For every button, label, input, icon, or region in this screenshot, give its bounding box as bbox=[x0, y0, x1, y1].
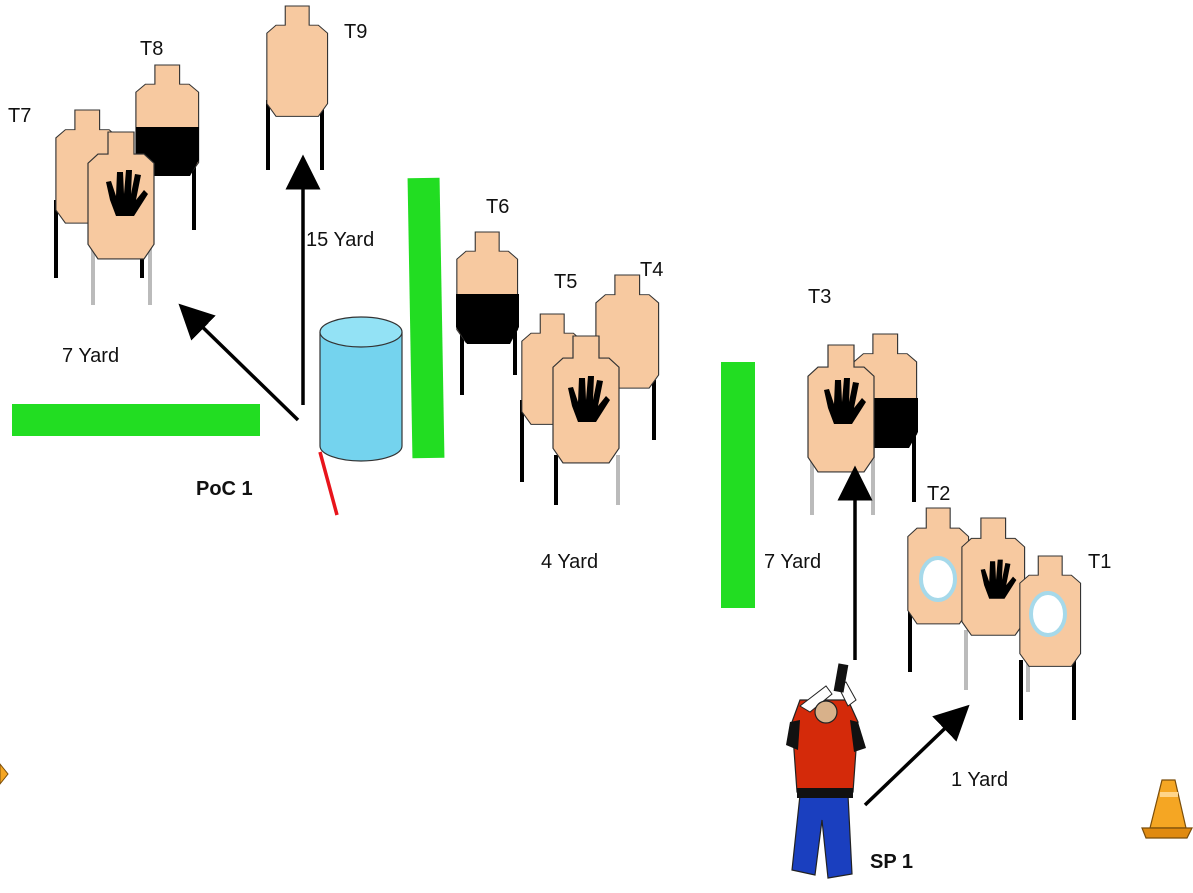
label-t9: T9 bbox=[344, 21, 367, 43]
label-t1: T1 bbox=[1088, 551, 1111, 573]
popper-ring-icon bbox=[1029, 591, 1067, 637]
target-t6[interactable] bbox=[456, 231, 519, 395]
target-t9[interactable] bbox=[266, 5, 329, 170]
target-t2[interactable] bbox=[907, 507, 970, 672]
start-position-label: SP 1 bbox=[870, 851, 913, 873]
cone-icon bbox=[1141, 779, 1193, 839]
arrow-to-t7 bbox=[178, 303, 300, 422]
target-t7[interactable] bbox=[54, 109, 120, 278]
poc-label: PoC 1 bbox=[196, 478, 253, 500]
wall-right-vertical bbox=[721, 362, 755, 608]
label-t8: T8 bbox=[140, 38, 163, 60]
distance-label-7-yard-left: 7 Yard bbox=[62, 345, 119, 367]
wall-center-vertical bbox=[407, 177, 445, 459]
target-t3-back[interactable] bbox=[853, 333, 918, 515]
distance-label-15-yard: 15 Yard bbox=[306, 229, 374, 251]
target-t7-noshoot bbox=[87, 131, 155, 305]
distance-label-1-yard: 1 Yard bbox=[951, 769, 1008, 791]
label-t2: T2 bbox=[927, 483, 950, 505]
shooter-icon bbox=[786, 663, 882, 890]
target-t2-noshoot bbox=[961, 517, 1026, 690]
distance-label-4-yard: 4 Yard bbox=[541, 551, 598, 573]
fault-line bbox=[318, 451, 339, 516]
barrel-icon bbox=[319, 316, 403, 462]
label-t4: T4 bbox=[640, 259, 663, 281]
distance-label-7-yard-right: 7 Yard bbox=[764, 551, 821, 573]
target-t1[interactable] bbox=[1019, 555, 1082, 720]
popper-ring-icon bbox=[919, 556, 957, 602]
wall-left-horizontal bbox=[12, 404, 260, 436]
label-t3: T3 bbox=[808, 286, 831, 308]
label-t5: T5 bbox=[554, 271, 577, 293]
target-t5-noshoot bbox=[552, 335, 620, 505]
arrow-to-t1 bbox=[863, 704, 970, 807]
label-t6: T6 bbox=[486, 196, 509, 218]
target-t5[interactable] bbox=[520, 313, 584, 482]
target-t3[interactable] bbox=[807, 344, 875, 515]
cone-icon-left bbox=[0, 763, 9, 785]
label-t7: T7 bbox=[8, 105, 31, 127]
